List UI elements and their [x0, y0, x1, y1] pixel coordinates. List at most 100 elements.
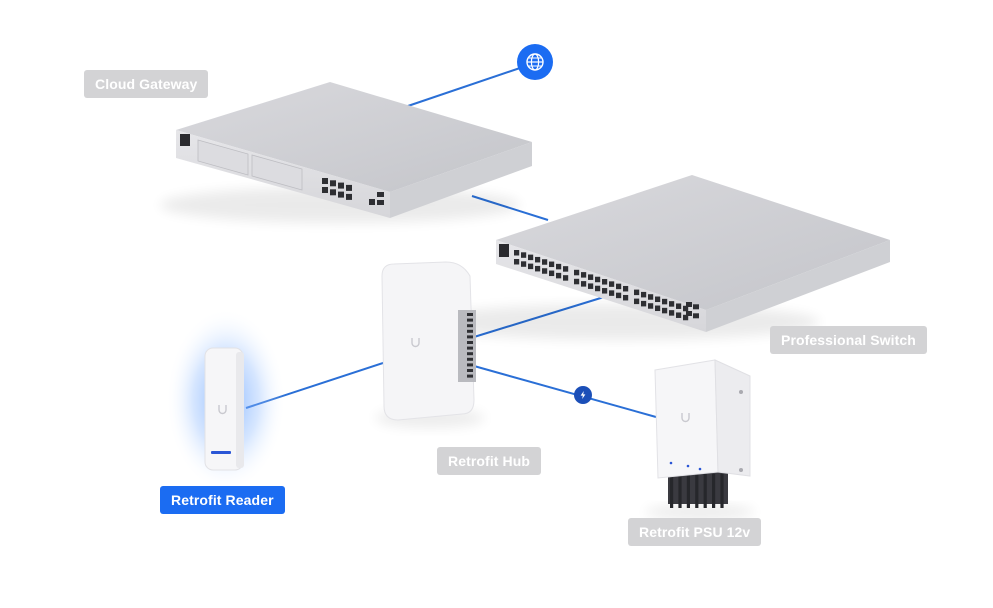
- heatsink-fin: [720, 474, 724, 508]
- link-hub-psu: [473, 365, 657, 418]
- retrofit-reader-device[interactable]: [166, 308, 286, 492]
- sfp-port: [693, 304, 699, 310]
- hub-terminals: [467, 313, 473, 378]
- rj45-port: [676, 303, 682, 309]
- link-gateway-internet: [401, 67, 521, 109]
- rj45-port: [322, 178, 328, 184]
- rj45-port: [634, 298, 640, 305]
- rj45-port: [521, 252, 527, 258]
- heatsink-fin: [712, 474, 716, 508]
- gateway-bay-1: [197, 139, 249, 176]
- rj45-port: [595, 276, 601, 283]
- rj45-port: [588, 274, 594, 280]
- heatsink-fin: [670, 474, 674, 508]
- hub-logo-icon: [411, 338, 420, 348]
- terminal-slot: [467, 357, 473, 361]
- heatsink-fin: [678, 474, 682, 508]
- power-marker: [574, 386, 592, 404]
- rj45-port: [669, 310, 675, 316]
- rj45-port: [563, 275, 569, 281]
- heatsink-fin: [686, 474, 690, 508]
- label-professional-switch[interactable]: Professional Switch: [770, 326, 927, 354]
- label-cloud-gateway[interactable]: Cloud Gateway: [84, 70, 209, 98]
- terminal-slot: [467, 352, 473, 356]
- rj45-port: [535, 256, 541, 263]
- rj45-port: [338, 191, 344, 198]
- switch-ports: [514, 250, 699, 321]
- label-retrofit-psu[interactable]: Retrofit PSU 12v: [628, 518, 762, 546]
- rj45-port: [616, 292, 622, 299]
- terminal-slot: [467, 341, 473, 344]
- power-icon: [580, 391, 586, 399]
- rj45-port: [641, 300, 647, 307]
- rj45-port: [616, 283, 622, 290]
- psu-screw-top: [739, 390, 743, 394]
- rj45-port: [595, 285, 601, 292]
- professional-switch-device[interactable]: [420, 175, 890, 340]
- cloud-gateway-device[interactable]: [160, 82, 532, 223]
- rj45-port: [574, 278, 580, 285]
- psu-logo-icon: [681, 413, 690, 423]
- rj45-port: [556, 263, 562, 270]
- rj45-port: [528, 254, 534, 261]
- psu-screw-bottom: [739, 468, 743, 472]
- rj45-port: [648, 294, 654, 300]
- rj45-port: [662, 307, 668, 314]
- rj45-port: [676, 312, 682, 318]
- sfp-port: [686, 311, 692, 316]
- rj45-port: [521, 261, 527, 267]
- retrofit-hub-device[interactable]: [375, 261, 485, 428]
- rj45-port: [662, 298, 668, 305]
- rj45-port: [581, 272, 587, 278]
- rj45-port: [602, 279, 608, 285]
- rj45-port: [623, 294, 629, 301]
- rj45-port: [514, 259, 520, 265]
- gateway-power-port: [180, 134, 190, 146]
- rj45-port: [514, 250, 520, 256]
- rj45-port: [634, 289, 640, 296]
- switch-front: [496, 240, 706, 332]
- rj45-port: [330, 180, 336, 187]
- rj45-port: [556, 272, 562, 279]
- rj45-port: [369, 199, 375, 205]
- rj45-port: [549, 270, 555, 277]
- switch-side: [706, 240, 890, 332]
- hub-body: [381, 261, 475, 421]
- terminal-slot: [467, 318, 473, 322]
- terminal-slot: [467, 329, 473, 333]
- label-retrofit-hub[interactable]: Retrofit Hub: [437, 447, 542, 475]
- rj45-port: [641, 291, 647, 298]
- sfp-port: [686, 302, 692, 307]
- reader-side: [236, 352, 244, 468]
- terminal-slot: [467, 324, 473, 328]
- terminal-slot: [467, 313, 473, 316]
- psu-fins: [670, 474, 724, 508]
- rj45-port: [655, 296, 661, 303]
- rj45-port: [338, 182, 344, 189]
- rj45-port: [683, 314, 689, 321]
- terminal-slot: [467, 346, 473, 350]
- rj45-port: [588, 283, 594, 289]
- rj45-port: [623, 285, 629, 292]
- heatsink-fin: [703, 474, 707, 508]
- switch-top: [496, 175, 890, 310]
- rj45-port: [330, 189, 336, 196]
- internet-node[interactable]: [517, 44, 553, 80]
- rj45-port: [683, 305, 689, 312]
- gateway-top: [176, 82, 532, 192]
- rj45-port: [574, 269, 580, 276]
- sfp-port: [693, 313, 699, 319]
- rj45-port: [346, 184, 352, 191]
- retrofit-psu-device[interactable]: [645, 359, 755, 520]
- rj45-port: [528, 263, 534, 270]
- rj45-port: [609, 290, 615, 296]
- terminal-slot: [467, 369, 473, 372]
- label-retrofit-reader[interactable]: Retrofit Reader: [160, 486, 285, 514]
- rj45-port: [609, 281, 615, 287]
- rj45-port: [655, 305, 661, 312]
- rj45-port: [563, 266, 569, 272]
- terminal-slot: [467, 374, 473, 378]
- gateway-side: [390, 142, 532, 218]
- rj45-port: [669, 301, 675, 307]
